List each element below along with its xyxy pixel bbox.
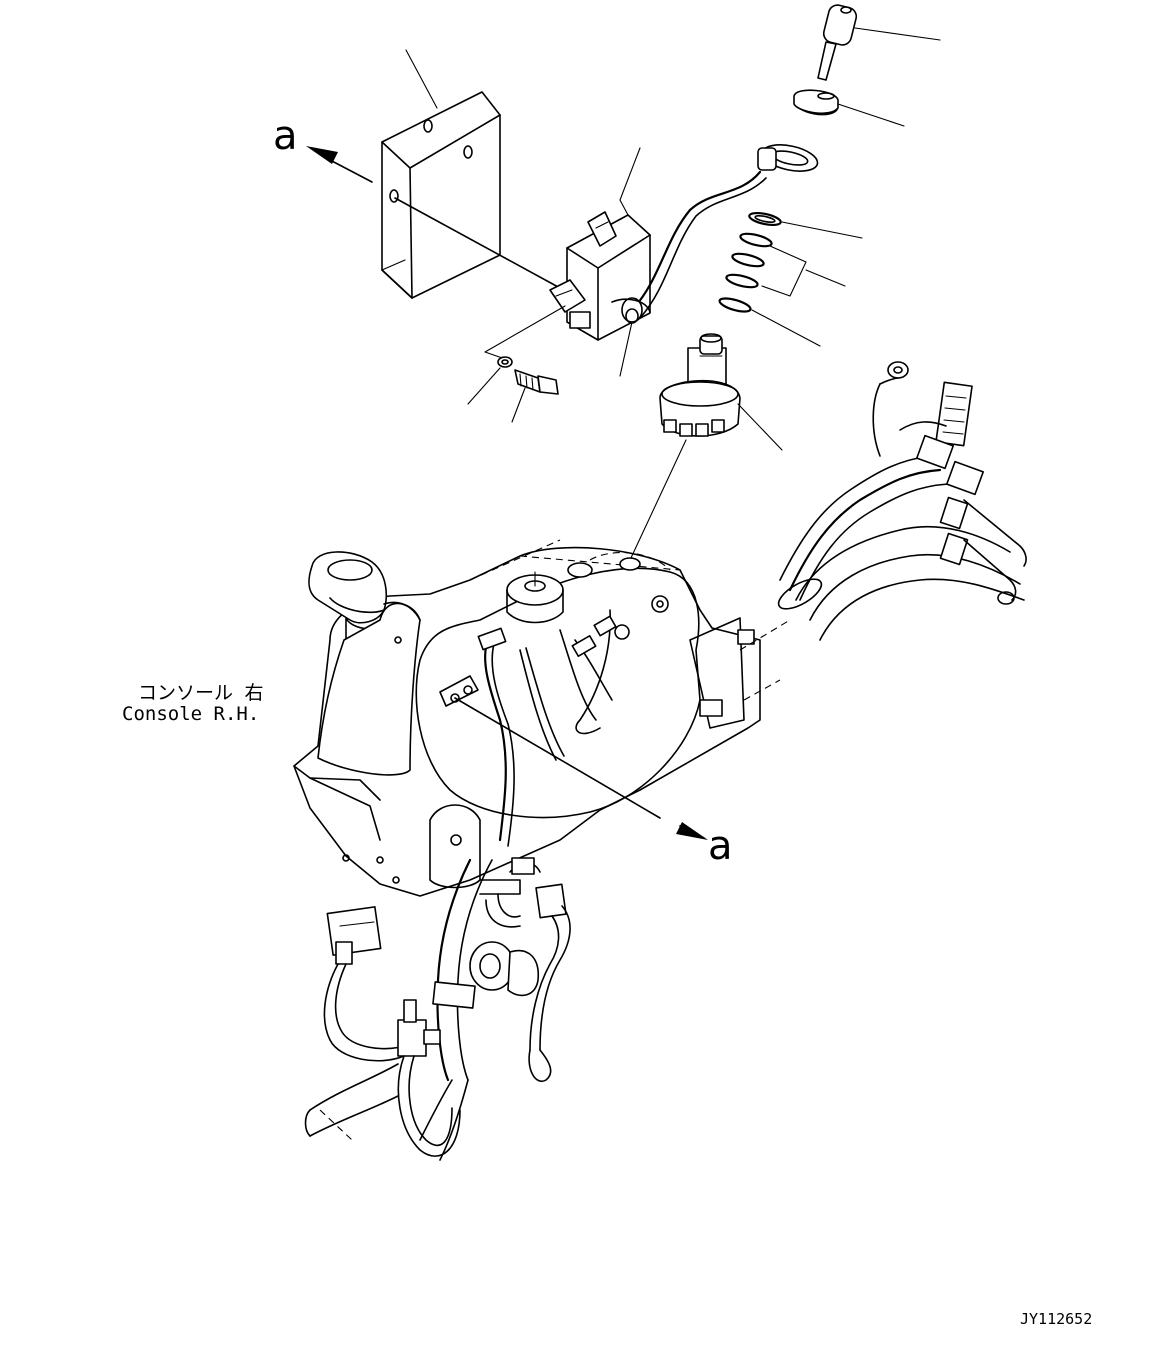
wiring-harness-lower: [304, 857, 571, 1161]
washer-and-bolt: [467, 305, 566, 423]
wiring-harness-upper: [777, 361, 1027, 641]
view-arrow-top: [306, 146, 561, 289]
view-arrow-lower: [454, 697, 708, 840]
ignition-key: [817, 4, 941, 81]
view-label-top: a: [273, 113, 298, 159]
console-label-jp: コンソール 右: [138, 682, 264, 704]
view-label-lower: a: [708, 823, 733, 869]
antenna-wire: [611, 144, 819, 377]
washer-stack: [718, 211, 863, 347]
drawing-number: JY112652: [1020, 1310, 1093, 1328]
key-cap: [793, 89, 905, 127]
bracket-plate: [381, 49, 501, 299]
console-body: [293, 539, 791, 897]
ignition-switch: [629, 333, 783, 561]
console-label-en: Console R.H.: [122, 703, 260, 725]
